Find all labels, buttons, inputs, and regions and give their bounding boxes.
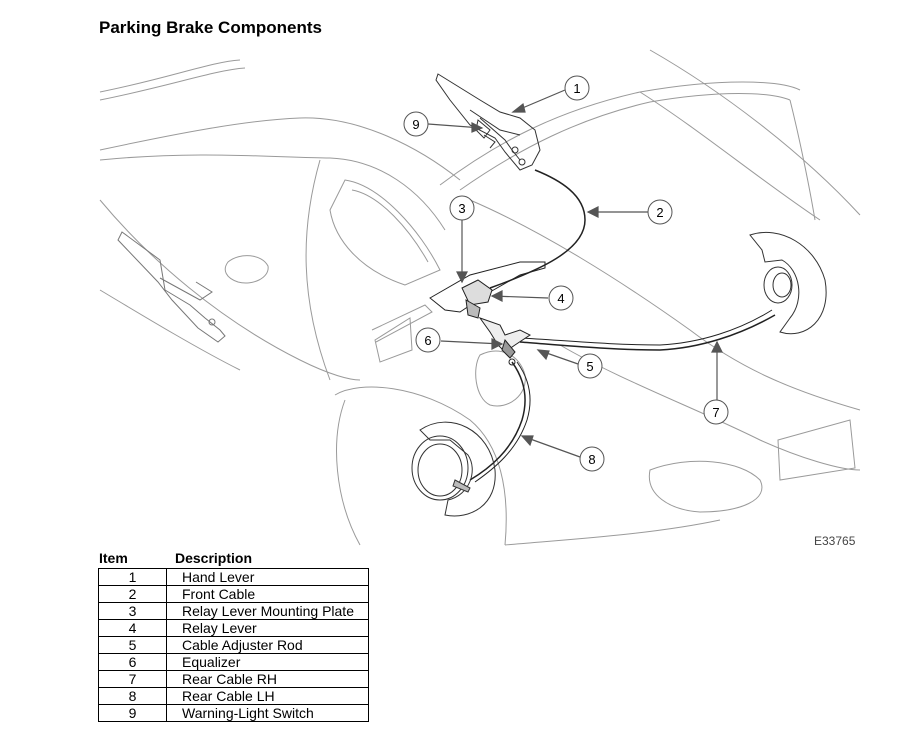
callout-5: 5	[577, 353, 603, 379]
item-description: Front Cable	[166, 585, 369, 603]
rear-cable-rh-line	[519, 314, 776, 351]
rear-cable-lh-line	[469, 361, 526, 481]
figure-code: E33765	[814, 534, 856, 548]
callout-leaders	[427, 89, 723, 458]
relay-assembly	[429, 261, 546, 366]
item-description: Rear Cable LH	[166, 687, 369, 705]
svg-text:6: 6	[424, 333, 431, 348]
item-number: 7	[98, 670, 167, 688]
svg-text:4: 4	[557, 291, 564, 306]
rear-cable-lh-line-inner	[474, 361, 531, 483]
svg-text:2: 2	[656, 205, 663, 220]
item-number: 1	[98, 568, 167, 586]
brake-cables	[469, 169, 776, 483]
item-description: Cable Adjuster Rod	[166, 636, 369, 654]
callout-4: 4	[548, 285, 574, 311]
item-description: Hand Lever	[166, 568, 369, 586]
svg-text:8: 8	[588, 452, 595, 467]
item-number: 2	[98, 585, 167, 603]
item-description: Relay Lever	[166, 619, 369, 637]
callout-7: 7	[703, 399, 729, 425]
callout-2: 2	[647, 199, 673, 225]
item-number: 8	[98, 687, 167, 705]
rear-cable-rh-line-inner	[519, 309, 773, 346]
callout-circles: 1 9 2 3 4 6 5 7	[403, 75, 729, 472]
callout-6: 6	[415, 327, 441, 353]
legend-header: Item Description	[98, 550, 369, 567]
item-number: 5	[98, 636, 167, 654]
svg-text:9: 9	[412, 117, 419, 132]
item-number: 3	[98, 602, 167, 620]
svg-text:3: 3	[458, 201, 465, 216]
item-number: 9	[98, 704, 167, 722]
svg-text:5: 5	[586, 359, 593, 374]
item-description: Relay Lever Mounting Plate	[166, 602, 369, 620]
svg-text:7: 7	[712, 405, 719, 420]
callout-9: 9	[403, 111, 429, 137]
callout-8: 8	[579, 446, 605, 472]
item-description: Equalizer	[166, 653, 369, 671]
callout-3: 3	[449, 195, 475, 221]
rear-left-brake-drum	[411, 421, 496, 517]
item-description: Rear Cable RH	[166, 670, 369, 688]
item-number: 4	[98, 619, 167, 637]
description-header: Description	[175, 550, 253, 566]
svg-text:1: 1	[573, 81, 580, 96]
item-description: Warning-Light Switch	[166, 704, 369, 722]
item-header: Item	[99, 550, 128, 566]
page-title: Parking Brake Components	[99, 18, 322, 37]
left-hand-lever-outline	[117, 231, 226, 343]
rear-right-brake-drum	[749, 231, 827, 335]
callout-1: 1	[564, 75, 590, 101]
item-number: 6	[98, 653, 167, 671]
hand-lever-drawing	[435, 73, 541, 171]
car-body-outline	[99, 49, 861, 546]
